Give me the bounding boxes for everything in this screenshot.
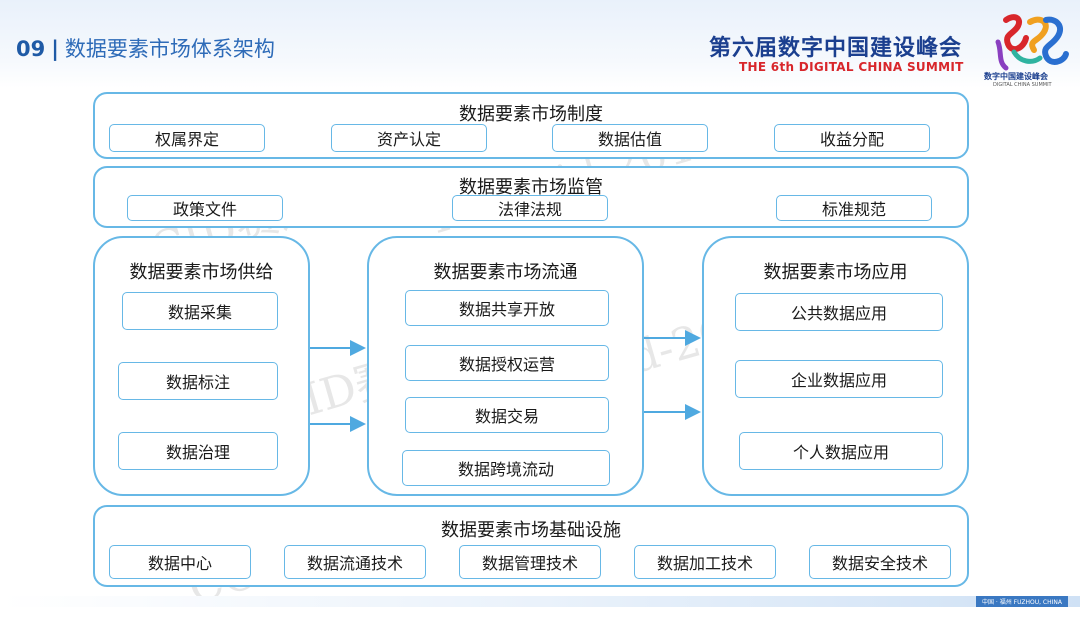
panel-title: 数据要素市场基础设施 <box>441 520 621 541</box>
item-data-sharing: 数据共享开放 <box>405 290 609 326</box>
item-ownership: 权属界定 <box>109 124 265 152</box>
logo-caption-en: DIGITAL CHINA SUMMIT <box>993 82 1052 88</box>
item-data-valuation: 数据估值 <box>552 124 708 152</box>
item-data-center: 数据中心 <box>109 545 251 579</box>
panel-market-system: 数据要素市场制度 权属界定 资产认定 数据估值 收益分配 <box>93 92 969 159</box>
panel-title: 数据要素市场制度 <box>459 104 603 125</box>
item-cross-border-flow: 数据跨境流动 <box>402 450 610 486</box>
item-authorized-operation: 数据授权运营 <box>405 345 609 381</box>
item-laws-regulations: 法律法规 <box>452 195 608 221</box>
title-separator: | <box>51 37 59 61</box>
logo-caption-cn: 数字中国建设峰会 <box>984 72 1048 81</box>
item-data-trading: 数据交易 <box>405 397 609 433</box>
item-standards: 标准规范 <box>776 195 932 221</box>
item-processing-tech: 数据加工技术 <box>634 545 776 579</box>
item-data-annotation: 数据标注 <box>118 362 278 400</box>
item-asset-recognition: 资产认定 <box>331 124 487 152</box>
panel-market-supply: 数据要素市场供给 数据采集 数据标注 数据治理 <box>93 236 310 496</box>
summit-name-cn: 第六届数字中国建设峰会 <box>709 36 963 61</box>
item-revenue-distribution: 收益分配 <box>774 124 930 152</box>
item-security-tech: 数据安全技术 <box>809 545 951 579</box>
panel-market-circulation: 数据要素市场流通 数据共享开放 数据授权运营 数据交易 数据跨境流动 <box>367 236 644 496</box>
item-circulation-tech: 数据流通技术 <box>284 545 426 579</box>
panel-title: 数据要素市场供给 <box>129 262 274 283</box>
slide-title: 09|数据要素市场体系架构 <box>16 33 275 63</box>
panel-title: 数据要素市场监管 <box>459 177 603 198</box>
footer-strip <box>0 596 1080 607</box>
item-management-tech: 数据管理技术 <box>459 545 601 579</box>
item-personal-data-app: 个人数据应用 <box>739 432 943 470</box>
summit-logo-icon <box>995 14 1069 71</box>
panel-market-infrastructure: 数据要素市场基础设施 数据中心 数据流通技术 数据管理技术 数据加工技术 数据安… <box>93 505 969 587</box>
panel-title: 数据要素市场流通 <box>433 262 578 283</box>
footer-location: 中国 · 福州 FUZHOU, CHINA <box>976 596 1068 607</box>
panel-market-application: 数据要素市场应用 公共数据应用 企业数据应用 个人数据应用 <box>702 236 969 496</box>
panel-title: 数据要素市场应用 <box>763 262 908 283</box>
summit-name-en: THE 6th DIGITAL CHINA SUMMIT <box>739 60 964 74</box>
slide-number: 09 <box>16 37 46 61</box>
item-policy-documents: 政策文件 <box>127 195 283 221</box>
panel-market-regulation: 数据要素市场监管 政策文件 法律法规 标准规范 <box>93 166 969 228</box>
item-public-data-app: 公共数据应用 <box>735 293 943 331</box>
slide-title-text: 数据要素市场体系架构 <box>64 37 275 61</box>
item-data-governance: 数据治理 <box>118 432 278 470</box>
slide-header <box>0 0 1080 88</box>
item-data-collection: 数据采集 <box>122 292 278 330</box>
item-enterprise-data-app: 企业数据应用 <box>735 360 943 398</box>
